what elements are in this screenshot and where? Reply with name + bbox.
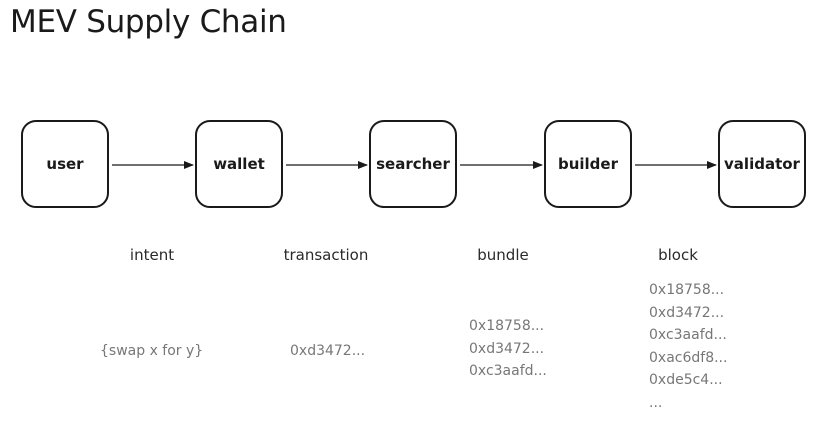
- node-builder: builder: [544, 120, 632, 208]
- edge-data-intent: {swap x for y}: [100, 340, 203, 363]
- edge-data-transaction: 0xd3472...: [290, 340, 365, 363]
- edge-data-bundle: 0x18758... 0xd3472... 0xc3aafd...: [469, 315, 547, 383]
- data-item: 0xc3aafd...: [649, 327, 727, 343]
- data-item: 0x18758...: [649, 282, 725, 298]
- data-item: 0xd3472...: [649, 304, 725, 321]
- data-item: ...: [649, 394, 663, 411]
- node-validator: validator: [718, 120, 806, 208]
- edge-label-block: block: [658, 246, 698, 264]
- data-item: 0xd3472...: [469, 340, 545, 357]
- node-user: user: [21, 120, 109, 208]
- data-item: 0xac6df8...: [649, 349, 728, 366]
- node-wallet: wallet: [195, 120, 283, 208]
- data-item: {swap x for y}: [100, 343, 204, 359]
- node-searcher: searcher: [369, 120, 457, 208]
- data-item: 0x18758...: [469, 318, 545, 334]
- data-item: 0xde5c4...: [649, 372, 723, 388]
- edge-data-block: 0x18758... 0xd3472... 0xc3aafd... 0xac6d…: [649, 279, 727, 414]
- edge-label-intent: intent: [129, 246, 175, 264]
- data-item: 0xd3472...: [290, 343, 366, 359]
- diagram-title: MEV Supply Chain: [10, 4, 287, 40]
- edge-label-bundle: bundle: [477, 246, 529, 264]
- data-item: 0xc3aafd...: [469, 363, 547, 379]
- edge-label-transaction: transaction: [283, 246, 369, 264]
